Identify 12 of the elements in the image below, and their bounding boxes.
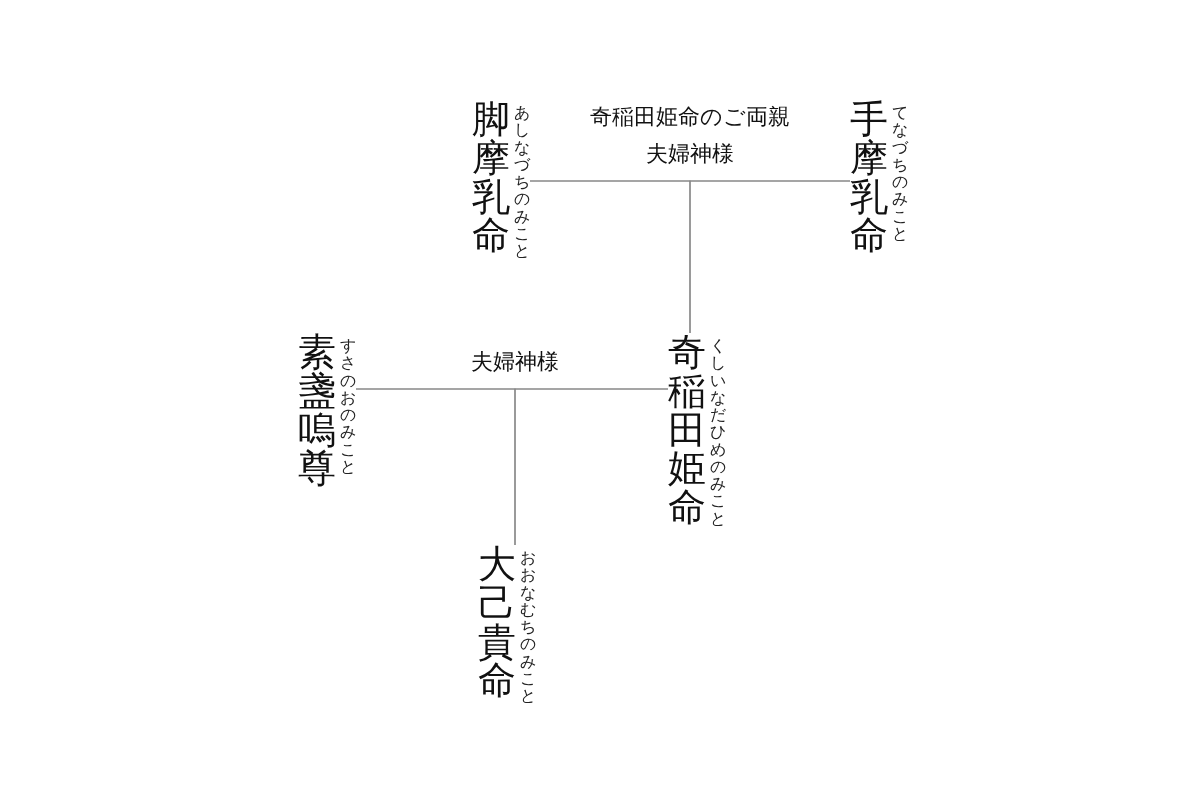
name-reading: くしいなだひめのみこと [710, 337, 726, 527]
deity-name: 大己貴命 [478, 545, 516, 700]
deity-name: 素盞嗚尊 [298, 333, 336, 488]
name-reading: おおなむちのみこと [520, 549, 536, 705]
connector-line [514, 388, 669, 546]
name-reading: てなづちのみこと [892, 104, 908, 243]
connector-line [689, 180, 851, 334]
deity-name: 手摩乳命 [850, 100, 888, 255]
name-reading: あしなづちのみこと [514, 104, 530, 260]
name-reading: すさのおのみこと [340, 337, 356, 476]
deity-name: 脚摩乳命 [472, 100, 510, 255]
deity-name: 奇稲田姫命 [668, 333, 706, 527]
